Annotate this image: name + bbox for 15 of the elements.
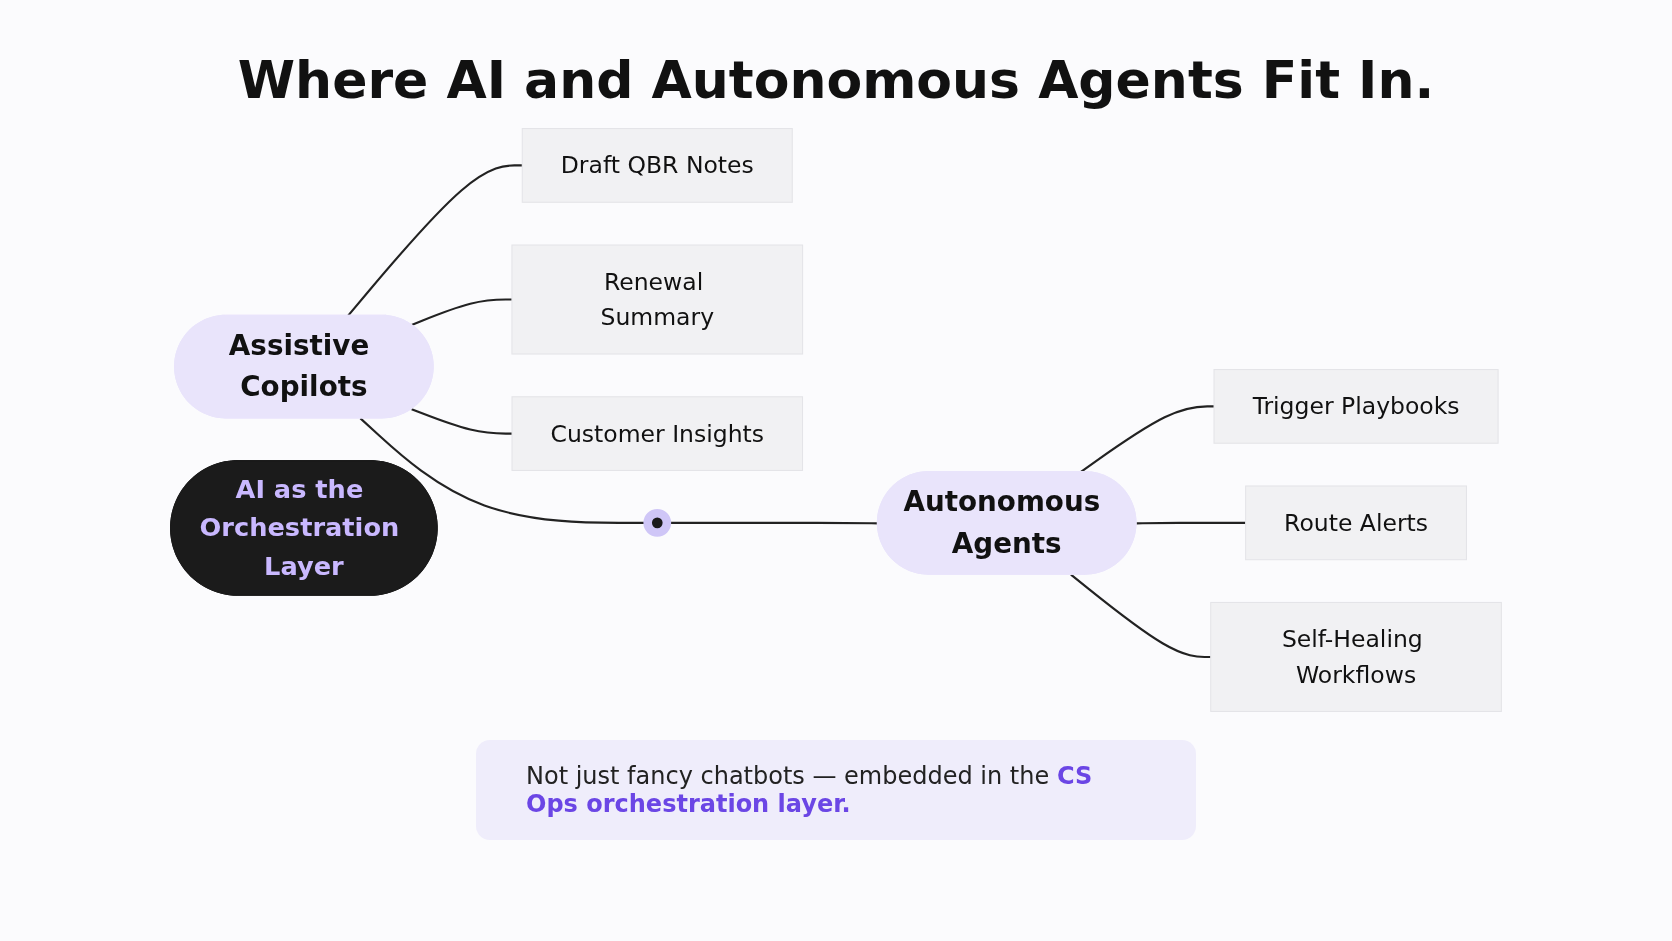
- connector: [1070, 573, 1211, 659]
- connector: [347, 164, 523, 317]
- node-box: Customer Insights: [511, 396, 804, 472]
- title: Where AI and Autonomous Agents Fit In.: [237, 50, 1435, 110]
- connector: [411, 408, 512, 435]
- node-box: Route Alerts: [1245, 485, 1468, 561]
- node-box: Self-Healing Workflows: [1210, 601, 1502, 712]
- connector: [1136, 521, 1246, 525]
- node-circle: [643, 508, 672, 537]
- node-box: Renewal Summary: [511, 244, 804, 355]
- node-box: Trigger Playbooks: [1213, 368, 1499, 444]
- node-box: Draft QBR Notes: [521, 128, 793, 203]
- note-text: Not just fancy chatbots — embedded in the CS Ops orchestration layer.: [476, 740, 1196, 840]
- connector: [1080, 405, 1215, 473]
- connector: [411, 298, 512, 326]
